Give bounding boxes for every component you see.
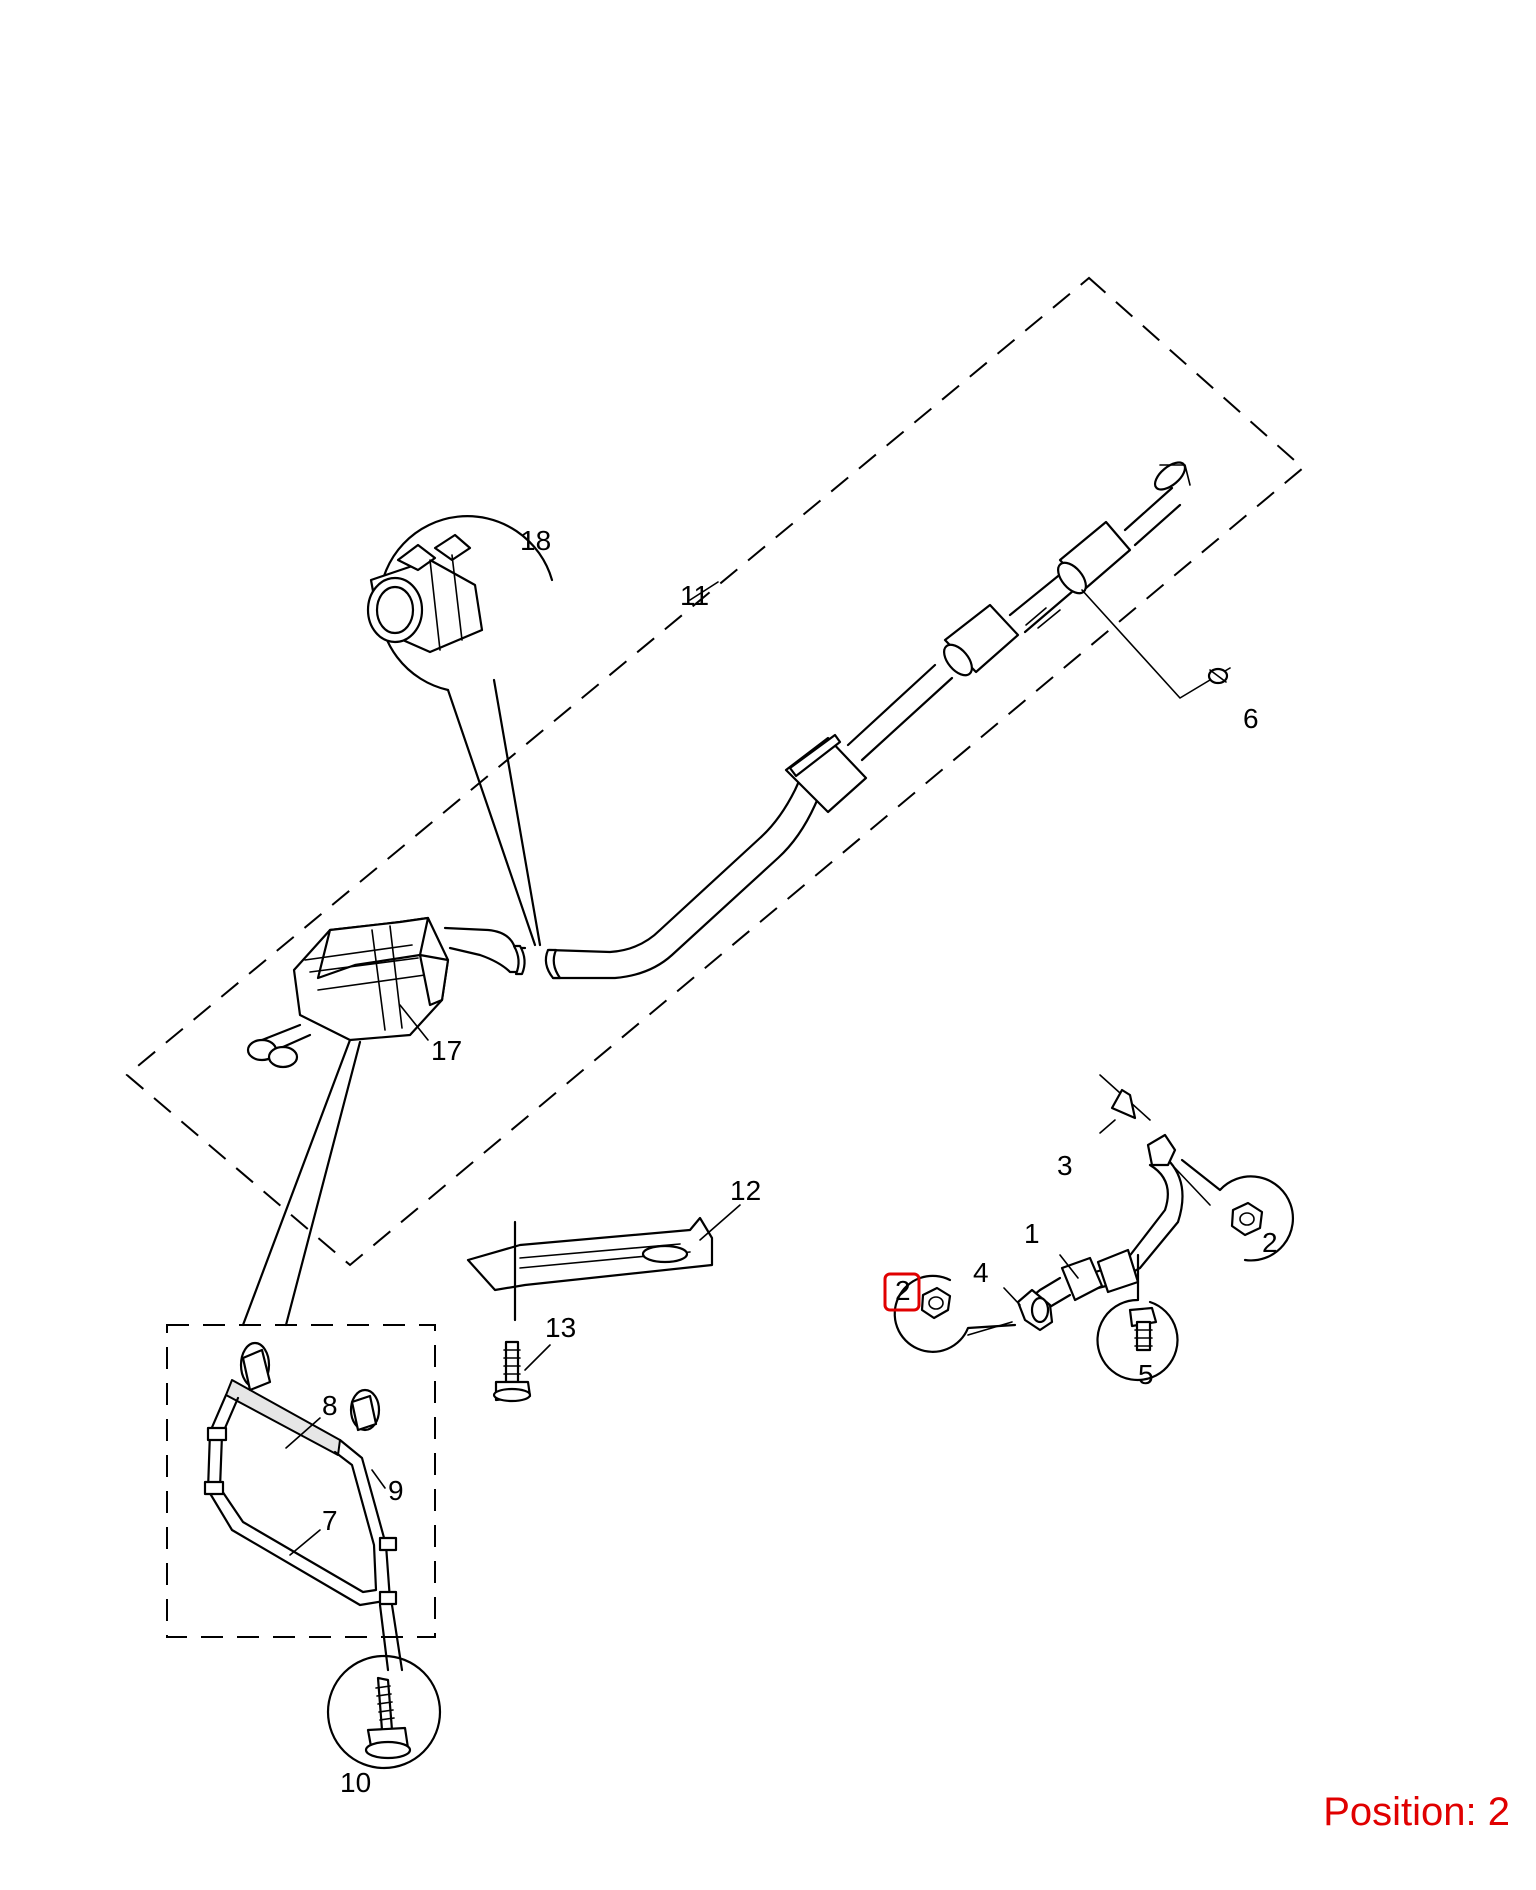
grommet-6 [1207,667,1229,685]
callout-12: 12 [730,1175,761,1206]
exhaust-assembly-dashed-outline [125,276,1305,1267]
callout-11: 11 [680,580,709,611]
callout-10: 10 [340,1767,371,1798]
detail-nut-2-left [893,1274,1017,1353]
detail-bolt-5 [1096,1253,1179,1382]
hanger-bracket-group [166,1038,436,1672]
highlight-box [883,1272,921,1312]
callout-13: 13 [545,1312,576,1343]
bolt-13 [492,1340,551,1403]
callout-17: 17 [431,1035,462,1066]
position-label: Position: 2 [1323,1790,1510,1834]
leader-17 [399,1004,429,1041]
callout-18: 18 [520,525,551,556]
detail-nut-2-right [1174,1158,1294,1262]
callout-4: 4 [973,1257,989,1288]
leader-11 [689,581,719,601]
detail-clamp-18 [366,515,554,947]
rear-muffler [246,916,527,1069]
exhaust-pipe [544,461,1191,980]
callout-5: 5 [1138,1359,1154,1390]
callout-9: 9 [388,1475,404,1506]
heat-shield-12 [466,1204,741,1322]
callout-2-left: 2 [895,1275,911,1306]
callout-2-right: 2 [1262,1227,1278,1258]
detail-bolt-10 [326,1654,442,1770]
callout-3: 3 [1057,1150,1073,1181]
callout-7: 7 [322,1505,338,1536]
callout-6: 6 [1243,703,1259,734]
leader-6 [1081,589,1231,699]
callout-8: 8 [322,1390,338,1421]
callout-1: 1 [1024,1218,1040,1249]
front-pipe-1 [1003,1074,1184,1332]
